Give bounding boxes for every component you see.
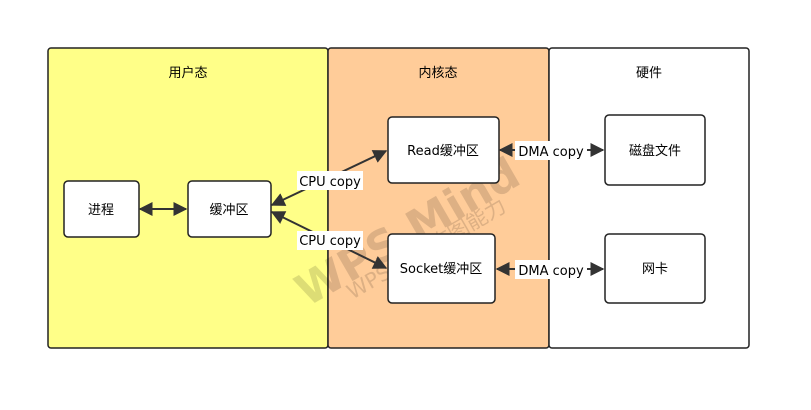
node-process-label: 进程: [88, 203, 114, 218]
edge-label-dma-copy-nic: DMA copy: [515, 260, 587, 279]
edge-label-text: DMA copy: [518, 264, 584, 279]
edge-label-bg: [515, 141, 587, 160]
edge-label-text: DMA copy: [518, 145, 584, 160]
node-user-buffer-label: 缓冲区: [209, 203, 248, 218]
node-nic-label: 网卡: [642, 262, 668, 277]
edge-label-cpu-copy-socket: CPU copy: [297, 231, 363, 250]
node-socket-buffer-label: Socket缓冲区: [400, 262, 483, 277]
edge-label-bg: [297, 171, 363, 190]
node-read-buffer: Read缓冲区: [387, 116, 500, 184]
edge-label-dma-copy-disk: DMA copy: [515, 141, 587, 160]
node-socket-buffer: Socket缓冲区: [387, 233, 496, 304]
node-nic: 网卡: [604, 233, 706, 304]
edge-label-cpu-copy-read: CPU copy: [297, 171, 363, 190]
node-user-buffer: 缓冲区: [187, 180, 272, 238]
region-user-space-title: 用户态: [168, 65, 207, 81]
node-read-buffer-box: [387, 116, 500, 184]
node-disk-file-label: 磁盘文件: [629, 143, 681, 159]
node-read-buffer-label: Read缓冲区: [407, 144, 479, 159]
region-kernel-space-title: 内核态: [418, 65, 457, 81]
node-user-buffer-box: [187, 180, 272, 238]
edge-label-text: CPU copy: [299, 175, 361, 190]
node-process: 进程: [63, 180, 140, 238]
node-nic-box: [604, 233, 706, 304]
edge-label-bg: [515, 260, 587, 279]
edge-label-bg: [297, 231, 363, 250]
node-disk-file: 磁盘文件: [604, 114, 706, 186]
node-socket-buffer-box: [387, 233, 496, 304]
edge-label-text: CPU copy: [299, 234, 361, 249]
node-process-box: [63, 180, 140, 238]
node-disk-file-box: [604, 114, 706, 186]
region-hardware-title: 硬件: [636, 66, 662, 81]
